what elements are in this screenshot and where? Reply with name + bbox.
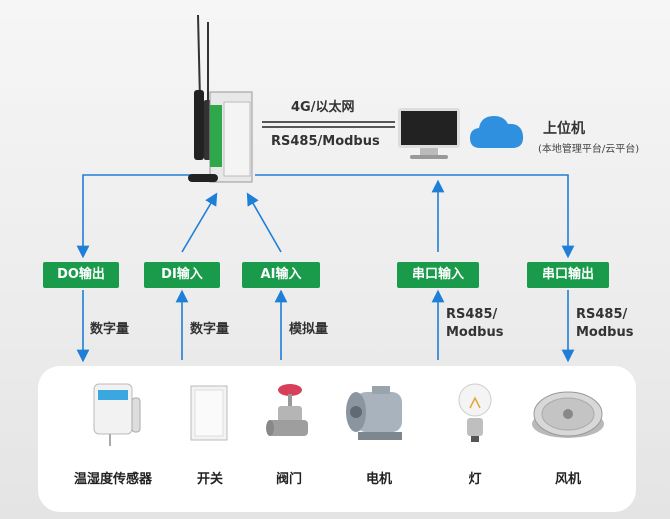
gateway-icon — [188, 14, 253, 183]
device-name-bulb: 灯 — [468, 472, 482, 487]
channel-serial-input: 串口输入 — [397, 262, 479, 288]
channel-ai-input: AI输入 — [242, 262, 320, 288]
temp-humidity-sensor-icon — [93, 383, 141, 446]
host-subtitle: (本地管理平台/云平台) — [538, 144, 640, 155]
bulb-icon — [458, 383, 492, 442]
devices-panel — [38, 366, 636, 512]
link-label-bottom: RS485/Modbus — [271, 134, 380, 149]
device-name-motor: 电机 — [365, 472, 392, 487]
channel-do-output: DO输出 — [43, 262, 119, 288]
link-label-top: 4G/以太网 — [291, 100, 355, 115]
signal-do: 数字量 — [90, 322, 130, 337]
motor-icon — [346, 386, 402, 440]
device-name-valve: 阀门 — [275, 472, 302, 487]
signal-serial-out: RS485/ Modbus — [576, 307, 634, 340]
host-title: 上位机 — [543, 121, 585, 137]
device-name-fan: 风机 — [554, 472, 581, 487]
device-name-switch: 开关 — [196, 472, 223, 487]
signal-serial-in: RS485/ Modbus — [446, 307, 504, 340]
fan-icon — [532, 391, 604, 438]
channel-serial-output: 串口输出 — [527, 262, 609, 288]
valve-icon — [266, 384, 308, 436]
signal-di: 数字量 — [190, 322, 230, 337]
switch-icon — [190, 385, 228, 441]
device-name-temp-humidity-sensor: 温湿度传感器 — [73, 472, 152, 487]
cloud-icon — [470, 116, 524, 148]
monitor-icon — [398, 108, 460, 148]
channel-di-input: DI输入 — [144, 262, 220, 288]
signal-ai: 模拟量 — [289, 322, 329, 337]
